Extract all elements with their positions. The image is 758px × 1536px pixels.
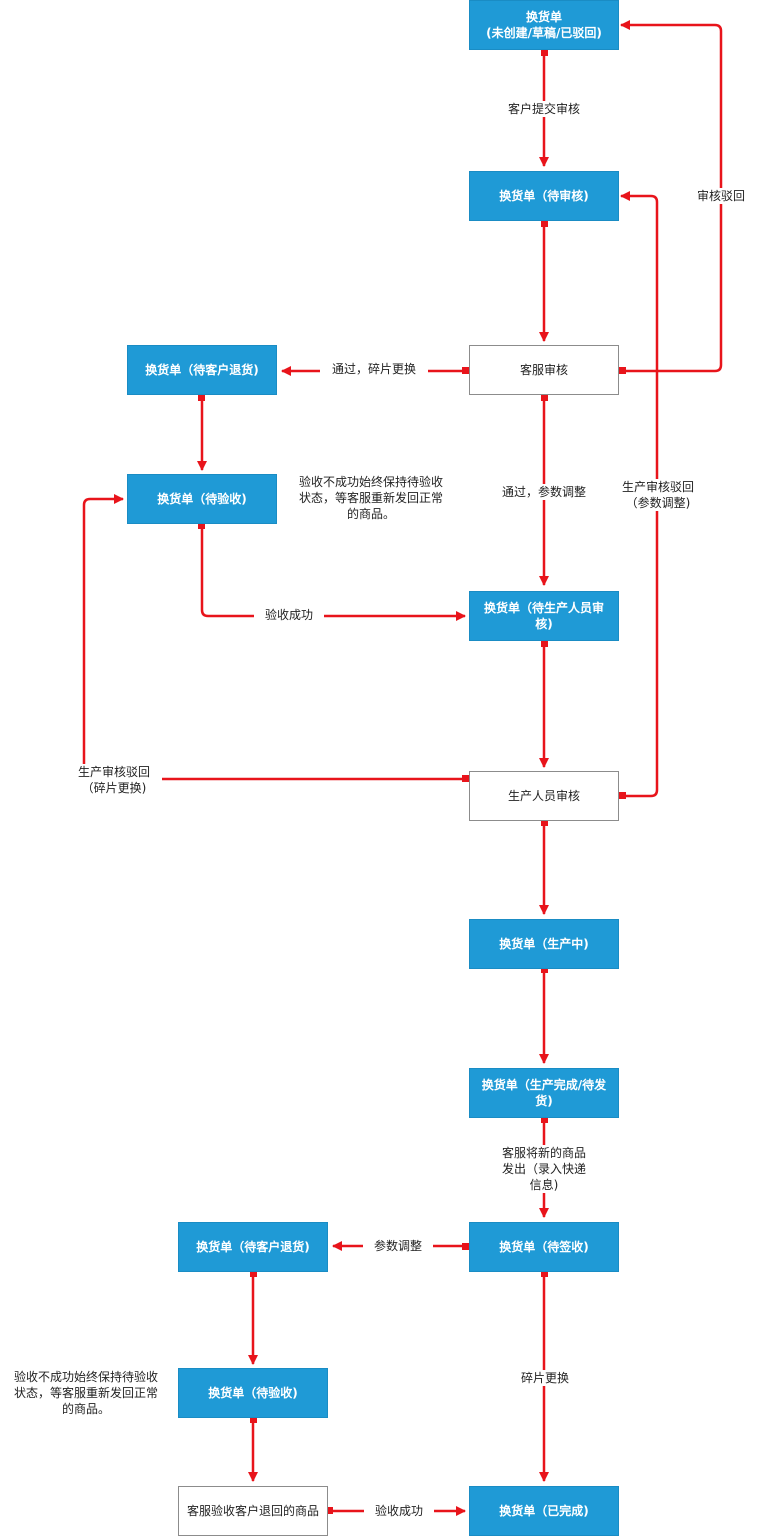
label-prod-reject-param: 生产审核驳回 （参数调整) xyxy=(612,479,704,511)
label-submit: 客户提交审核 xyxy=(499,101,589,117)
node-wait-sign: 换货单（待签收) xyxy=(469,1222,619,1272)
node-wait-return-2: 换货单（待客户退货) xyxy=(178,1222,328,1272)
edge-inspect-ok-1 xyxy=(200,525,466,621)
node-produced: 换货单（生产完成/待发 货) xyxy=(469,1068,619,1118)
label-pass-param: 通过，参数调整 xyxy=(490,484,598,500)
node-wait-prod-review: 换货单（待生产人员审 核) xyxy=(469,591,619,641)
edge-start-markers xyxy=(198,49,626,1514)
label-param-adjust: 参数调整 xyxy=(363,1238,433,1254)
label-inspect-ok-2: 验收成功 xyxy=(364,1503,434,1519)
label-pass-fragment: 通过，碎片更换 xyxy=(320,361,428,377)
node-cs-inspect: 客服验收客户退回的商品 xyxy=(178,1486,328,1536)
node-producing: 换货单（生产中) xyxy=(469,919,619,969)
node-wait-inspect-1: 换货单（待验收) xyxy=(127,474,277,524)
node-cs-review: 客服审核 xyxy=(469,345,619,395)
label-prod-reject-fragment: 生产审核驳回 （碎片更换) xyxy=(66,764,162,796)
node-pending-review: 换货单（待审核) xyxy=(469,171,619,221)
note-inspect-failed-1: 验收不成功始终保持待验收 状态，等客服重新发回正常 的商品。 xyxy=(298,475,443,521)
label-ship: 客服将新的商品 发出（录入快递 信息) xyxy=(492,1145,596,1193)
node-prod-review: 生产人员审核 xyxy=(469,771,619,821)
label-fragment-replace: 碎片更换 xyxy=(510,1370,580,1386)
node-draft: 换货单 (未创建/草稿/已驳回) xyxy=(469,0,619,50)
note-inspect-failed-2: 验收不成功始终保持待验收 状态，等客服重新发回正常 的商品。 xyxy=(13,1370,158,1416)
node-wait-return-1: 换货单（待客户退货) xyxy=(127,345,277,395)
label-reject: 审核驳回 xyxy=(692,188,750,204)
node-done: 换货单（已完成) xyxy=(469,1486,619,1536)
edge-prod-reject-fragment xyxy=(82,494,465,781)
label-inspect-ok-1: 验收成功 xyxy=(254,607,324,623)
node-wait-inspect-2: 换货单（待验收) xyxy=(178,1368,328,1418)
